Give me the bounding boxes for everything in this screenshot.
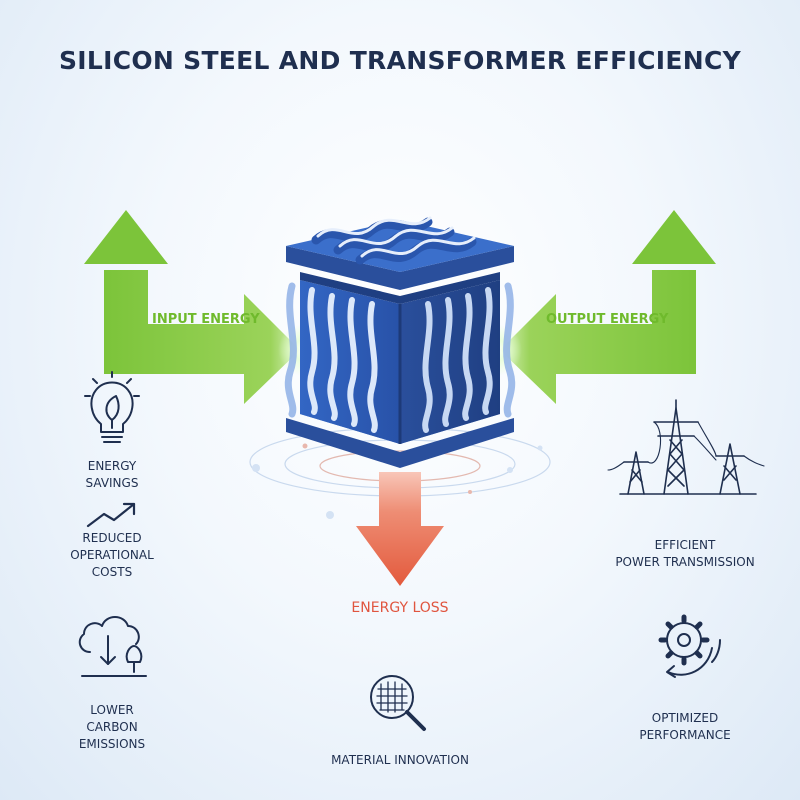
magnifier-grid-icon — [370, 675, 426, 731]
page-title: SILICON STEEL AND TRANSFORMER EFFICIENCY — [58, 46, 742, 75]
reduced-costs-label: REDUCED OPERATIONAL COSTS — [70, 531, 154, 579]
gear-cycle-icon — [658, 614, 721, 678]
energy-savings-label: ENERGY SAVINGS — [85, 459, 139, 490]
energy-loss-arrow — [356, 472, 444, 586]
input-energy-label: INPUT ENERGY — [152, 312, 260, 327]
energy-loss-label: ENERGY LOSS — [351, 600, 449, 616]
power-transmission-label: EFFICIENT POWER TRANSMISSION — [615, 538, 755, 569]
input-energy-arrow — [104, 270, 300, 404]
material-innovation-label: MATERIAL INNOVATION — [331, 753, 469, 767]
sparkles — [252, 443, 543, 519]
output-energy-label: OUTPUT ENERGY — [546, 312, 669, 327]
trend-up-arrow-icon — [86, 502, 136, 528]
output-energy-arrow — [500, 270, 696, 404]
output-energy-arrowhead-up — [632, 210, 716, 264]
optimized-performance-label: OPTIMIZED PERFORMANCE — [639, 711, 731, 742]
cloud-tree-icon — [78, 616, 147, 677]
input-energy-arrowhead-up — [84, 210, 168, 264]
lower-emissions-label: LOWER CARBON EMISSIONS — [78, 703, 146, 751]
transformer-core — [284, 216, 516, 468]
lightbulb-leaf-icon — [84, 371, 140, 443]
transmission-towers-icon — [607, 399, 765, 495]
